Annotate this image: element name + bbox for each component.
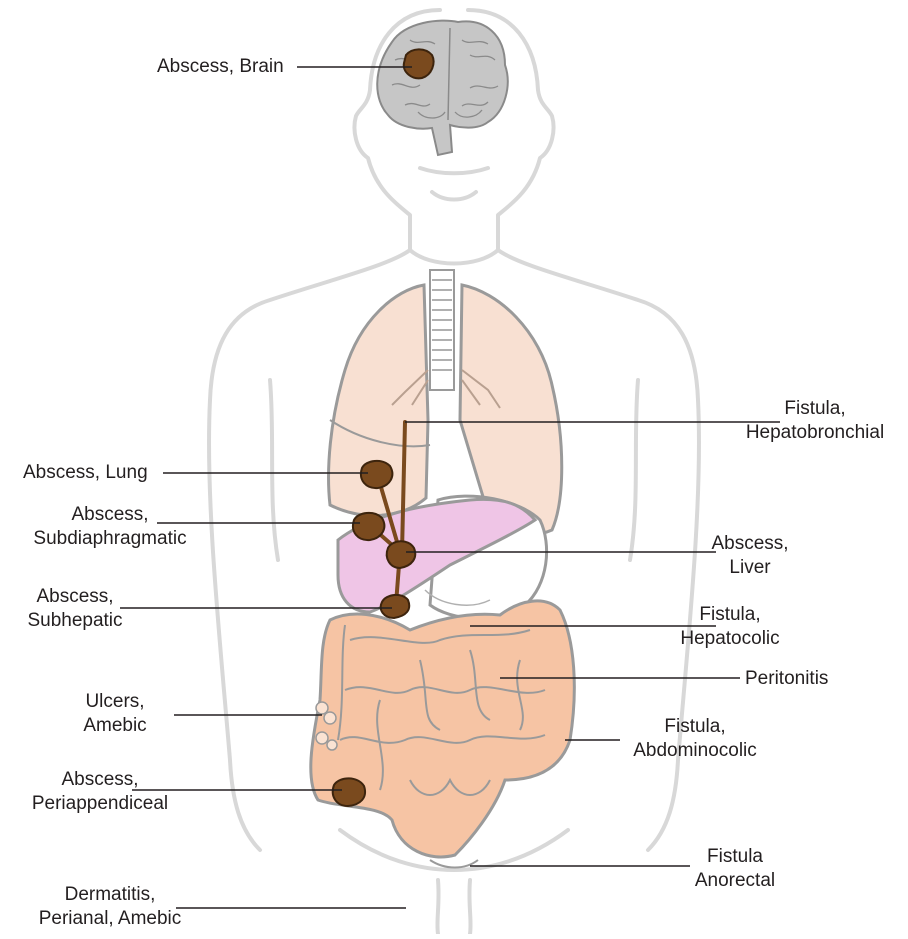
label-fistula-abdominocolic-line2: Abdominocolic (620, 739, 770, 763)
label-abscess-periappendiceal-line1: Abscess, (10, 768, 190, 792)
label-fistula-hepatobronchial-line1: Fistula, (730, 397, 900, 421)
label-abscess-subhepatic-line2: Subhepatic (20, 609, 130, 633)
abscess-liver-mark (387, 541, 415, 568)
label-fistula-hepatocolic: Fistula, Hepatocolic (670, 603, 790, 651)
label-dermatitis-perianal-line2: Perianal, Amebic (20, 907, 200, 931)
label-fistula-anorectal: Fistula Anorectal (680, 845, 790, 893)
label-fistula-anorectal-line2: Anorectal (680, 869, 790, 893)
label-abscess-brain: Abscess, Brain (157, 55, 284, 79)
label-abscess-subdiaphragmatic: Abscess, Subdiaphragmatic (10, 503, 210, 551)
label-abscess-periappendiceal-line2: Periappendiceal (10, 792, 190, 816)
label-dermatitis-perianal-line1: Dermatitis, (20, 883, 200, 907)
label-abscess-subdiaphragmatic-line2: Subdiaphragmatic (10, 527, 210, 551)
brain (377, 21, 507, 155)
label-abscess-periappendiceal: Abscess, Periappendiceal (10, 768, 190, 816)
abscess-brain-mark (404, 49, 434, 78)
label-fistula-hepatocolic-line2: Hepatocolic (670, 627, 790, 651)
label-abscess-liver-line2: Liver (700, 556, 800, 580)
label-peritonitis: Peritonitis (745, 667, 828, 691)
label-fistula-anorectal-line1: Fistula (680, 845, 790, 869)
label-abscess-liver-line1: Abscess, (700, 532, 800, 556)
abscess-subhepatic-mark (381, 595, 409, 618)
label-ulcers-amebic: Ulcers, Amebic (60, 690, 170, 738)
label-ulcers-amebic-line1: Ulcers, (60, 690, 170, 714)
label-abscess-lung: Abscess, Lung (23, 461, 148, 485)
label-dermatitis-perianal: Dermatitis, Perianal, Amebic (20, 883, 200, 931)
label-fistula-hepatobronchial-line2: Hepatobronchial (730, 421, 900, 445)
label-abscess-subhepatic-line1: Abscess, (20, 585, 130, 609)
label-fistula-hepatobronchial: Fistula, Hepatobronchial (730, 397, 900, 445)
abscess-periappendiceal-mark (333, 778, 365, 806)
label-fistula-hepatocolic-line1: Fistula, (670, 603, 790, 627)
label-ulcers-amebic-line2: Amebic (60, 714, 170, 738)
intestines (311, 590, 575, 868)
label-abscess-subdiaphragmatic-line1: Abscess, (10, 503, 210, 527)
label-abscess-subhepatic: Abscess, Subhepatic (20, 585, 130, 633)
label-abscess-liver: Abscess, Liver (700, 532, 800, 580)
abscess-lung-mark (361, 461, 392, 488)
abscess-subdiaphragmatic-mark (353, 513, 384, 540)
label-fistula-abdominocolic-line1: Fistula, (620, 715, 770, 739)
trachea (430, 270, 454, 390)
label-fistula-abdominocolic: Fistula, Abdominocolic (620, 715, 770, 763)
